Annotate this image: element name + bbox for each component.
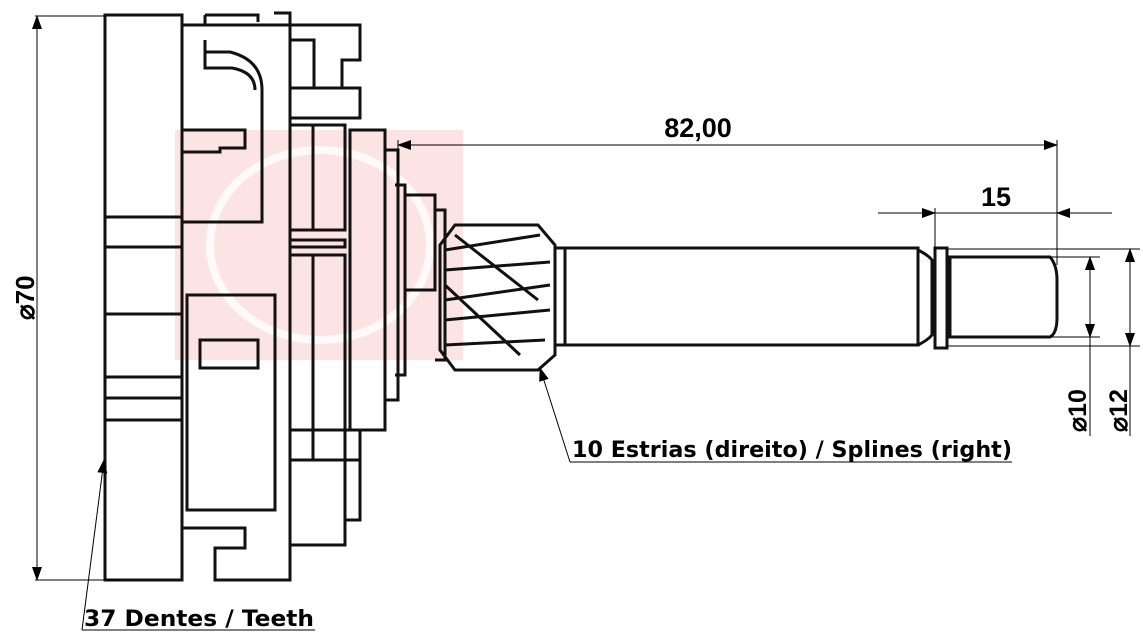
diameter-70-dimension bbox=[32, 14, 120, 581]
length-82-dimension bbox=[397, 140, 1058, 265]
diameter-10-label: ⌀10 bbox=[1064, 389, 1092, 432]
spline-label: 10 Estrias (direito) / Splines (right) bbox=[572, 438, 1012, 463]
teeth-leader bbox=[81, 459, 315, 631]
diameter-12-label: ⌀12 bbox=[1105, 389, 1133, 432]
diameter-symbol: ⌀ bbox=[1105, 417, 1133, 432]
housing bbox=[103, 11, 437, 582]
pinion-gear bbox=[435, 208, 557, 372]
shaft bbox=[553, 246, 1059, 350]
diameter-symbol: ⌀ bbox=[1064, 417, 1092, 432]
diameter-70-label: ⌀70 bbox=[10, 275, 40, 320]
spline-leader bbox=[539, 367, 1012, 463]
diameter-70-value: 70 bbox=[10, 275, 40, 304]
length-82-label: 82,00 bbox=[664, 113, 732, 143]
length-15-label: 15 bbox=[981, 182, 1011, 212]
diameter-10-value: 10 bbox=[1064, 389, 1092, 417]
teeth-label: 37 Dentes / Teeth bbox=[84, 607, 314, 632]
watermark bbox=[175, 130, 463, 360]
diameter-12-value: 12 bbox=[1105, 389, 1133, 417]
watermark-logo bbox=[206, 146, 434, 344]
diameter-symbol: ⌀ bbox=[10, 304, 40, 320]
diameter-12-dimension bbox=[947, 248, 1140, 436]
length-15-dimension bbox=[878, 208, 1112, 250]
